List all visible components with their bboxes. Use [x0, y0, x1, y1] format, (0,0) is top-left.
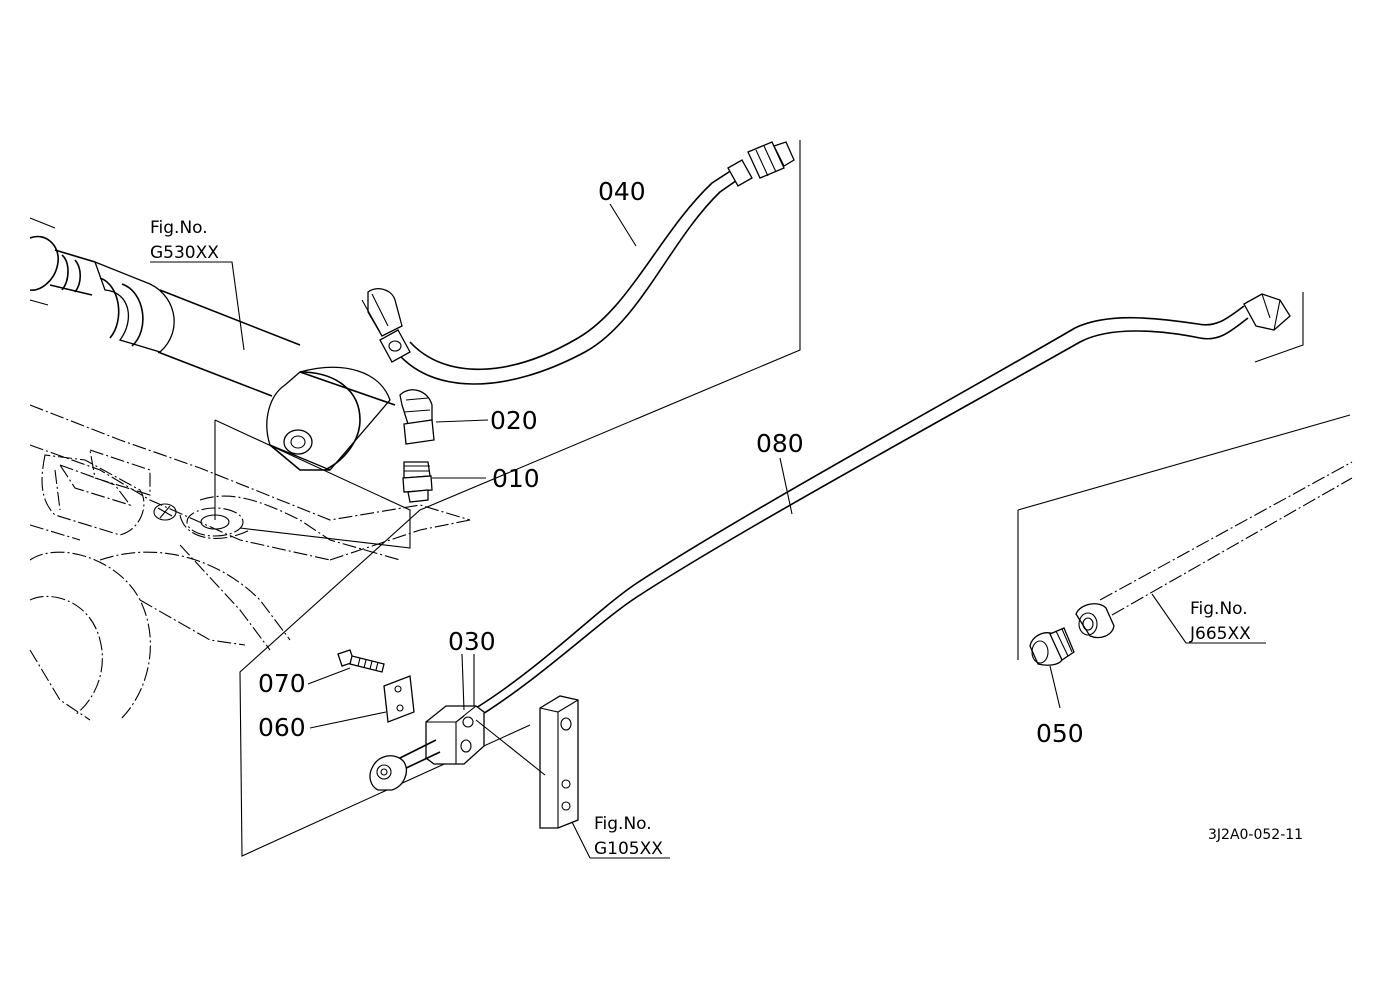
label-040: 040 — [598, 177, 646, 206]
label-060: 060 — [258, 713, 306, 742]
ref-leaders — [150, 261, 1266, 859]
ref-g530-caption: Fig.No. — [150, 218, 208, 238]
drawing-code: 3J2A0-052-11 — [1208, 827, 1303, 843]
bracket-g105 — [475, 695, 579, 829]
label-070: 070 — [258, 669, 306, 698]
ref-g105-code: G105XX — [594, 839, 663, 859]
clamp-030 — [369, 705, 485, 791]
label-020: 020 — [490, 406, 538, 435]
pipe-j665-ghost — [1099, 461, 1353, 616]
projection-frame-far-right — [1017, 414, 1351, 660]
label-050: 050 — [1036, 719, 1084, 748]
ref-j665-caption: Fig.No. — [1190, 599, 1248, 619]
label-010: 010 — [492, 464, 540, 493]
leader-frame — [214, 419, 411, 549]
part-leaders — [307, 203, 1061, 729]
engine-housing-ghost — [29, 404, 471, 721]
hose-040 — [361, 141, 795, 385]
adapter-010 — [402, 461, 433, 503]
pipe-080 — [469, 293, 1291, 723]
projection-frame-left — [239, 140, 801, 857]
hydraulic-cylinder — [29, 217, 396, 471]
plate-060 — [383, 675, 415, 723]
ref-j665-code: J665XX — [1189, 624, 1251, 644]
ref-g530-code: G530XX — [150, 243, 219, 263]
nut-j665 — [1075, 603, 1115, 639]
adapter-050 — [1029, 627, 1075, 666]
label-030: 030 — [448, 627, 496, 656]
label-080: 080 — [756, 429, 804, 458]
elbow-020 — [399, 389, 435, 445]
ref-g105-caption: Fig.No. — [594, 814, 652, 834]
bolt-070 — [337, 649, 385, 673]
projection-frame-right — [1254, 292, 1304, 363]
